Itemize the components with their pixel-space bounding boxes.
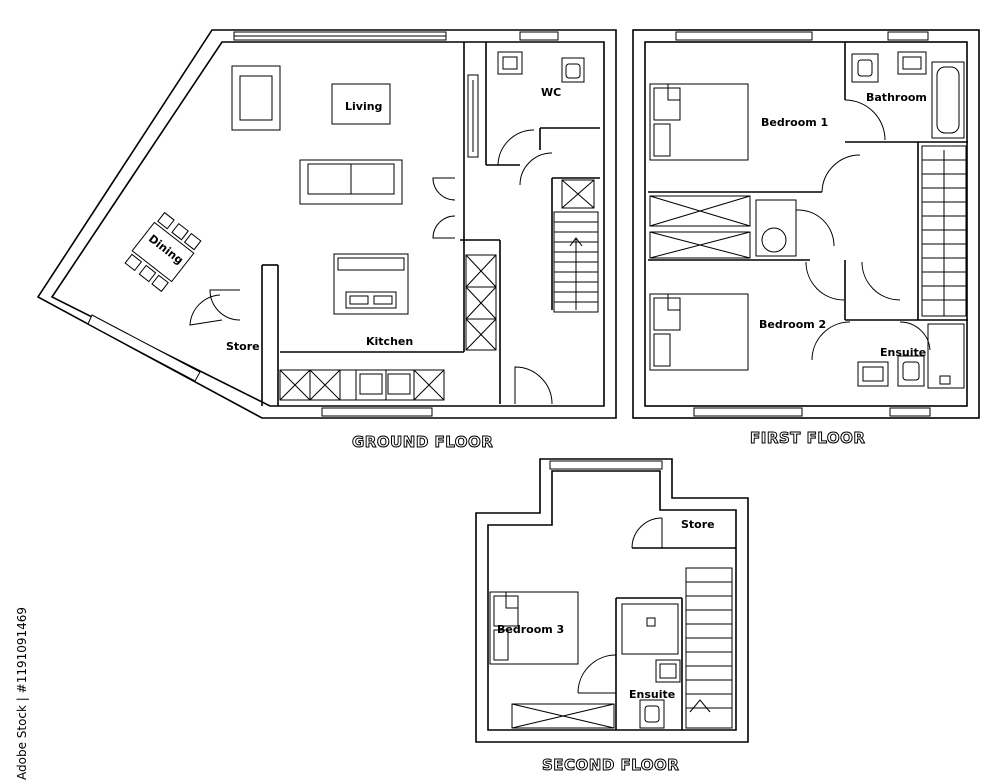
room-label-store: Store [226,340,260,353]
room-label-bedroom-1: Bedroom 1 [761,116,828,129]
room-label-store-second: Store [681,518,715,531]
second-floor-plan: Store Bedroom 3 Ensuite SECOND FLOOR [475,458,749,775]
room-label-bathroom: Bathroom [866,91,927,104]
floor-label-second: SECOND FLOOR [542,756,679,774]
room-label-bedroom-3: Bedroom 3 [497,623,564,636]
room-label-kitchen: Kitchen [366,335,413,348]
first-floor-plan: Bedroom 1 Bathroom Bedroom 2 Ensuite FIR… [632,29,980,448]
floor-label-first: FIRST FLOOR [750,429,865,447]
floor-label-ground: GROUND FLOOR [352,433,493,451]
room-label-ensuite-first: Ensuite [880,346,926,359]
room-label-dining: Dining [146,232,186,267]
ground-floor-plan: Living WC Dining Store Kitchen GROUND FL… [36,29,617,452]
room-label-wc: WC [541,86,561,99]
room-label-bedroom-2: Bedroom 2 [759,318,826,331]
room-label-ensuite-second: Ensuite [629,688,675,701]
room-label-living: Living [345,100,382,113]
watermark-text: Adobe Stock | #1191091469 [15,607,29,780]
